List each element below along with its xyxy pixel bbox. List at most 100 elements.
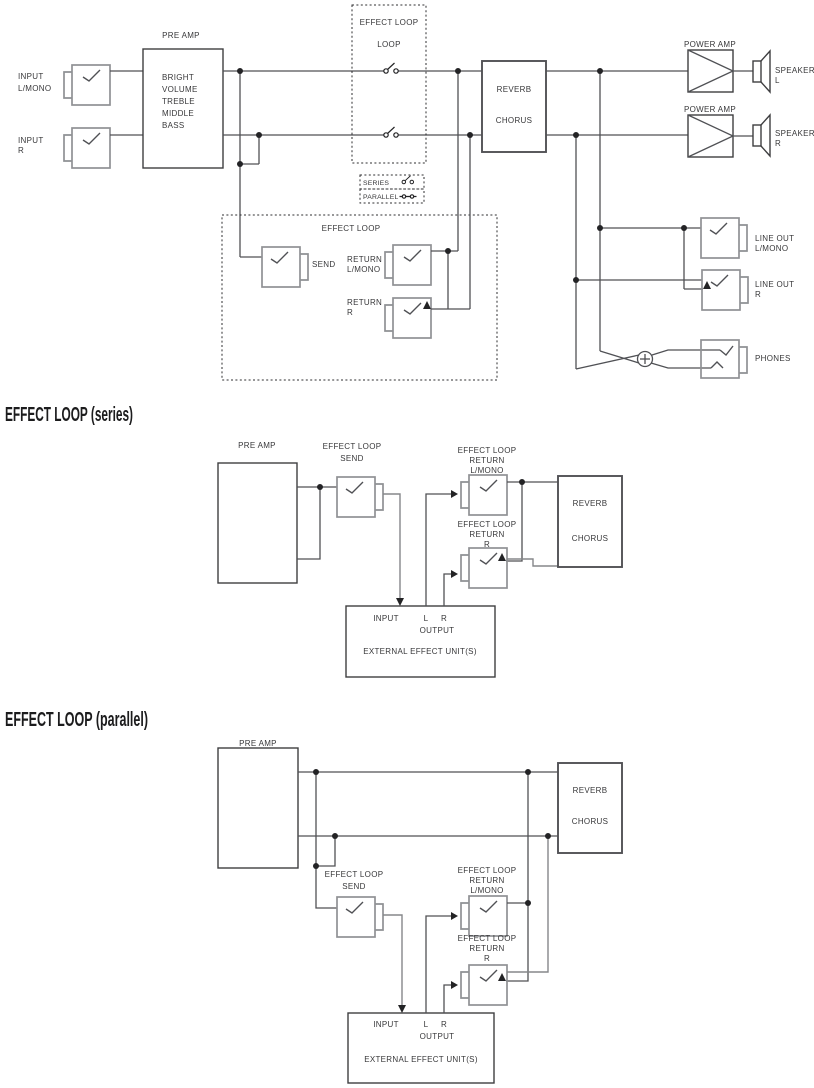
- ext-output-label: OUTPUT: [420, 626, 455, 635]
- return-l-label-2: L/MONO: [347, 265, 380, 274]
- return-r-label-3: R: [484, 540, 490, 549]
- preamp-control: BRIGHT: [162, 73, 194, 82]
- preamp-title: PRE AMP: [239, 739, 277, 748]
- junction-dot: [573, 277, 579, 283]
- input-r-label-2: R: [18, 146, 24, 155]
- input-r-label: INPUT: [18, 136, 44, 145]
- ext-r-label: R: [441, 614, 447, 623]
- preamp-title: PRE AMP: [238, 441, 276, 450]
- return-l-label-3: L/MONO: [470, 886, 503, 895]
- junction-dot: [545, 833, 551, 839]
- return-l-label: EFFECT LOOP: [458, 866, 517, 875]
- junction-dot: [313, 863, 319, 869]
- return-jack-r-icon: [384, 297, 432, 339]
- series-heading: EFFECT LOOP (series): [5, 404, 133, 426]
- input-l-label-2: L/MONO: [18, 84, 51, 93]
- preamp-box: [217, 462, 298, 584]
- reverb-label: REVERB: [497, 85, 532, 94]
- send-label-2: SEND: [340, 454, 363, 463]
- send-label-2: SEND: [342, 882, 365, 891]
- junction-dot: [313, 769, 319, 775]
- return-l-label-2: RETURN: [469, 456, 504, 465]
- ext-l-label: L: [424, 1020, 429, 1029]
- reverb-label: REVERB: [573, 786, 608, 795]
- parallel-label: PARALLEL: [363, 194, 398, 201]
- chorus-label: CHORUS: [572, 817, 608, 826]
- chorus-label: CHORUS: [496, 116, 532, 125]
- wire: [506, 482, 523, 562]
- ext-r-label: R: [441, 1020, 447, 1029]
- flow-arrow-right-icon: [451, 912, 458, 920]
- wire: [316, 836, 336, 867]
- power-amp-r-label: POWER AMP: [684, 105, 736, 114]
- input-jack-r-icon: [63, 127, 111, 169]
- wire: [443, 984, 451, 1013]
- send-label: SEND: [312, 260, 335, 269]
- wire: [383, 914, 403, 1005]
- send-label: EFFECT LOOP: [325, 870, 384, 879]
- junction-dot: [573, 132, 579, 138]
- preamp-control: TREBLE: [162, 97, 195, 106]
- junction-dot: [455, 68, 461, 74]
- wire: [507, 836, 549, 973]
- speaker-r-label: SPEAKER: [775, 129, 814, 138]
- junction-dot: [597, 225, 603, 231]
- power-amp-l-label: POWER AMP: [684, 40, 736, 49]
- ext-l-label: L: [424, 614, 429, 623]
- junction-dot: [467, 132, 473, 138]
- preamp-control: BASS: [162, 121, 185, 130]
- line-out-r-label: LINE OUT: [755, 280, 794, 289]
- effect-loop-box: [221, 214, 498, 381]
- loop-label: LOOP: [377, 40, 400, 49]
- send-label: EFFECT LOOP: [323, 442, 382, 451]
- line-out-l-label-2: L/MONO: [755, 244, 788, 253]
- send-jack-icon: [336, 476, 384, 518]
- parallel-legend-box: [359, 188, 425, 204]
- flow-arrow-down-icon: [398, 1005, 406, 1013]
- wire: [425, 915, 451, 1013]
- wire: [297, 487, 321, 560]
- preamp-control: MIDDLE: [162, 109, 194, 118]
- flow-arrow-down-icon: [396, 598, 404, 606]
- normal-feed-arrow-icon: [703, 281, 711, 289]
- chorus-label: CHORUS: [572, 534, 608, 543]
- return-r-label: RETURN: [347, 298, 382, 307]
- wire: [575, 354, 640, 370]
- junction-dot: [525, 900, 531, 906]
- speaker-r-label-2: R: [775, 139, 781, 148]
- return-l-label-3: L/MONO: [470, 466, 503, 475]
- return-jack-r-icon: [460, 964, 508, 1006]
- wire: [383, 493, 401, 598]
- return-r-label-3: R: [484, 954, 490, 963]
- junction-dot: [525, 769, 531, 775]
- phones-tip-contact-icon: [719, 345, 734, 357]
- ext-input-label: INPUT: [373, 1020, 399, 1029]
- return-jack-l-icon: [460, 895, 508, 937]
- wire: [599, 350, 640, 364]
- junction-dot: [256, 132, 262, 138]
- normal-feed-arrow-icon: [498, 973, 506, 981]
- wire: [425, 493, 451, 606]
- preamp-title: PRE AMP: [162, 31, 200, 40]
- preamp-box: [217, 747, 299, 869]
- main-diagram: INPUT L/MONO INPUT R PRE AMP BRIGHT VOLU…: [18, 4, 814, 381]
- speaker-l-icon: [752, 50, 771, 93]
- junction-dot: [237, 68, 243, 74]
- return-l-label: RETURN: [347, 255, 382, 264]
- return-jack-l-icon: [384, 244, 432, 286]
- wire: [651, 349, 720, 356]
- flow-arrow-right-icon: [451, 981, 458, 989]
- return-r-label: EFFECT LOOP: [458, 934, 517, 943]
- ext-title: EXTERNAL EFFECT UNIT(S): [364, 1055, 478, 1064]
- effect-loop-label: EFFECT LOOP: [322, 224, 381, 233]
- wire: [315, 772, 337, 909]
- return-r-label-2: RETURN: [469, 944, 504, 953]
- speaker-l-label: SPEAKER: [775, 66, 814, 75]
- junction-dot: [681, 225, 687, 231]
- line-out-l-label: LINE OUT: [755, 234, 794, 243]
- parallel-diagram: EFFECT LOOP (parallel) PRE AMP REVERB CH…: [5, 709, 623, 1084]
- return-jack-l-icon: [460, 474, 508, 516]
- flow-arrow-right-icon: [451, 570, 458, 578]
